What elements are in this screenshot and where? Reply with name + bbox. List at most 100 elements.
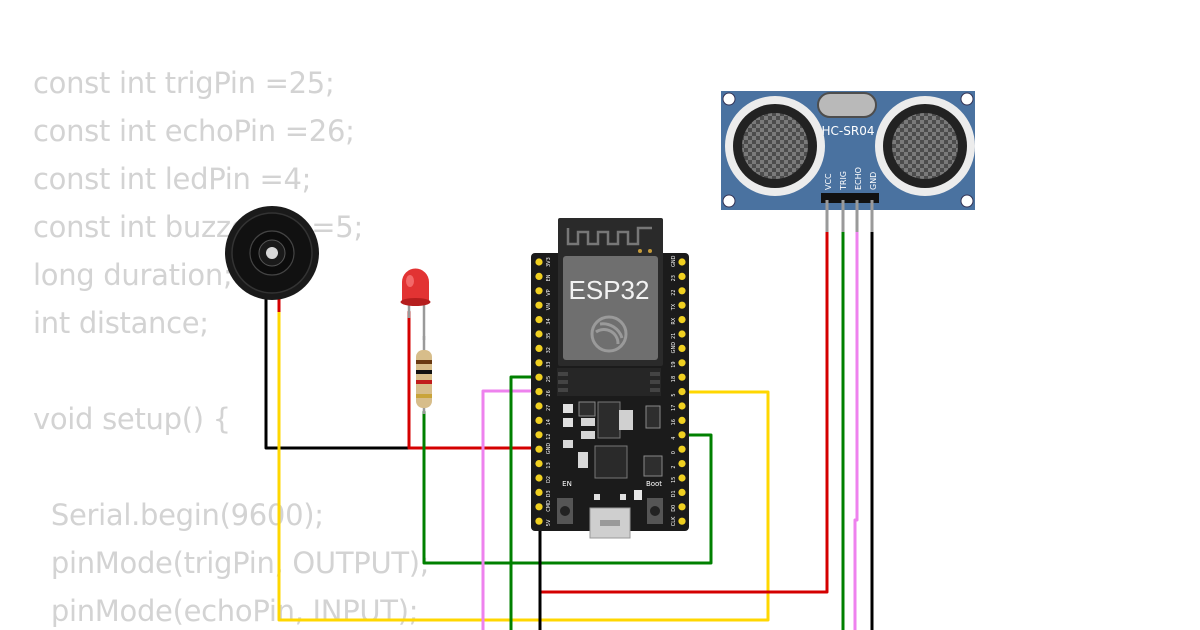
board-pin[interactable] bbox=[535, 388, 543, 396]
board-pin[interactable] bbox=[535, 272, 543, 280]
board-pin-label: 35 bbox=[546, 333, 552, 339]
wires bbox=[264, 230, 874, 630]
board-pin[interactable] bbox=[678, 258, 686, 266]
board-pin-label: VP bbox=[546, 289, 552, 295]
resistor[interactable] bbox=[416, 336, 432, 414]
board-pin[interactable] bbox=[678, 517, 686, 525]
board-pin[interactable] bbox=[535, 416, 543, 424]
code-line: const int ledPin =4; bbox=[33, 162, 312, 196]
wire-echo-sensor[interactable] bbox=[853, 230, 859, 630]
board-pin[interactable] bbox=[678, 460, 686, 468]
board-pin-label: 33 bbox=[546, 361, 552, 367]
board-pin[interactable] bbox=[535, 330, 543, 338]
board-pin[interactable] bbox=[678, 431, 686, 439]
board-pin-label: 19 bbox=[671, 361, 677, 367]
board-pin-label: RX bbox=[671, 317, 677, 324]
board-pin-label: 14 bbox=[546, 419, 552, 425]
board-pin[interactable] bbox=[678, 344, 686, 352]
board-pin-label: 4 bbox=[671, 437, 677, 440]
board-pin[interactable] bbox=[535, 445, 543, 453]
buzzer[interactable] bbox=[225, 206, 319, 312]
esp32-label: ESP32 bbox=[569, 275, 650, 305]
board-pin-label: 26 bbox=[546, 390, 552, 396]
board-pin[interactable] bbox=[535, 431, 543, 439]
board-pin[interactable] bbox=[535, 344, 543, 352]
board-pin[interactable] bbox=[535, 488, 543, 496]
board-pin[interactable] bbox=[678, 416, 686, 424]
sensor-label: HC-SR04 bbox=[822, 124, 875, 138]
wire-led-signal[interactable] bbox=[422, 410, 713, 565]
board-pin[interactable] bbox=[678, 388, 686, 396]
board-pin[interactable] bbox=[535, 460, 543, 468]
code-line: int distance; bbox=[33, 306, 209, 340]
board-pin-label: 32 bbox=[546, 347, 552, 353]
board-pin-label: 13 bbox=[546, 462, 552, 468]
board-pin[interactable] bbox=[678, 287, 686, 295]
board-pin-label: GND bbox=[671, 255, 677, 267]
code-line: void setup() { bbox=[33, 402, 231, 436]
board-pin[interactable] bbox=[678, 445, 686, 453]
board-pin[interactable] bbox=[535, 402, 543, 410]
board-pin[interactable] bbox=[678, 402, 686, 410]
board-pin[interactable] bbox=[678, 316, 686, 324]
board-pin[interactable] bbox=[535, 474, 543, 482]
board-pin-label: CLK bbox=[671, 516, 677, 526]
board-pin-label: TX bbox=[671, 303, 677, 311]
wire-echo[interactable] bbox=[481, 389, 542, 630]
sensor-pin-gnd: GND bbox=[869, 172, 878, 190]
code-line: pinMode(trigPin, OUTPUT); bbox=[33, 546, 430, 580]
board-pin-label: D0 bbox=[671, 505, 677, 512]
board-pin[interactable] bbox=[535, 359, 543, 367]
board-pin[interactable] bbox=[535, 287, 543, 295]
en-label: EN bbox=[562, 480, 572, 488]
board-pin[interactable] bbox=[535, 373, 543, 381]
code-line: pinMode(echoPin, INPUT); bbox=[33, 594, 419, 628]
sensor-pin-vcc: VCC bbox=[824, 173, 833, 190]
board-pin[interactable] bbox=[678, 373, 686, 381]
transducer-left bbox=[725, 96, 825, 196]
board-pin-label: EN bbox=[546, 274, 552, 281]
board-pin-label: GND bbox=[546, 443, 552, 455]
board-pin-label: 17 bbox=[671, 405, 677, 411]
board-pin[interactable] bbox=[535, 316, 543, 324]
board-pin-label: 3V3 bbox=[546, 257, 552, 267]
board-pin[interactable] bbox=[678, 503, 686, 511]
board-pin[interactable] bbox=[535, 301, 543, 309]
sensor-pin-trig: TRIG bbox=[839, 171, 848, 191]
board-pin[interactable] bbox=[535, 503, 543, 511]
ultrasonic-sensor[interactable]: HC-SR04 VCC TRIG ECHO GND bbox=[721, 91, 975, 232]
sensor-pin-echo: ECHO bbox=[854, 167, 863, 190]
board-pin[interactable] bbox=[678, 359, 686, 367]
board-pin[interactable] bbox=[535, 258, 543, 266]
wire-trig[interactable] bbox=[509, 375, 542, 630]
board-pin[interactable] bbox=[678, 474, 686, 482]
board-pin[interactable] bbox=[678, 330, 686, 338]
wire-led-red[interactable] bbox=[407, 310, 542, 450]
board-pin[interactable] bbox=[535, 517, 543, 525]
board-pin-label: 0 bbox=[671, 451, 677, 454]
esp32-board[interactable]: ESP32 EN Boot bbox=[531, 218, 689, 539]
board-pin-label: 16 bbox=[671, 419, 677, 425]
code-line: const int trigPin =25; bbox=[33, 66, 335, 100]
board-pin-label: 5V bbox=[546, 519, 552, 526]
pin-column-left: 3V3ENVPVN343532332526271412GND13D2D3CMD5… bbox=[535, 257, 552, 526]
board-pin-label: D2 bbox=[546, 476, 552, 483]
board-pin-label: 18 bbox=[671, 376, 677, 382]
code-line: const int echoPin =26; bbox=[33, 114, 355, 148]
board-pin-label: 34 bbox=[546, 318, 552, 324]
board-pin[interactable] bbox=[678, 272, 686, 280]
board-pin[interactable] bbox=[678, 488, 686, 496]
boot-label: Boot bbox=[646, 480, 662, 488]
led-red[interactable] bbox=[400, 268, 431, 341]
board-pin-label: D3 bbox=[546, 490, 552, 497]
board-pin-label: 22 bbox=[671, 289, 677, 295]
board-pin-label: 2 bbox=[671, 465, 677, 468]
transducer-right bbox=[875, 96, 975, 196]
wire-buzzer-gnd[interactable] bbox=[264, 308, 542, 450]
wire-buzzer-signal[interactable] bbox=[277, 308, 770, 622]
board-pin-label: CMD bbox=[546, 500, 552, 512]
board-pin[interactable] bbox=[678, 301, 686, 309]
board-pin-label: 5 bbox=[671, 393, 677, 396]
